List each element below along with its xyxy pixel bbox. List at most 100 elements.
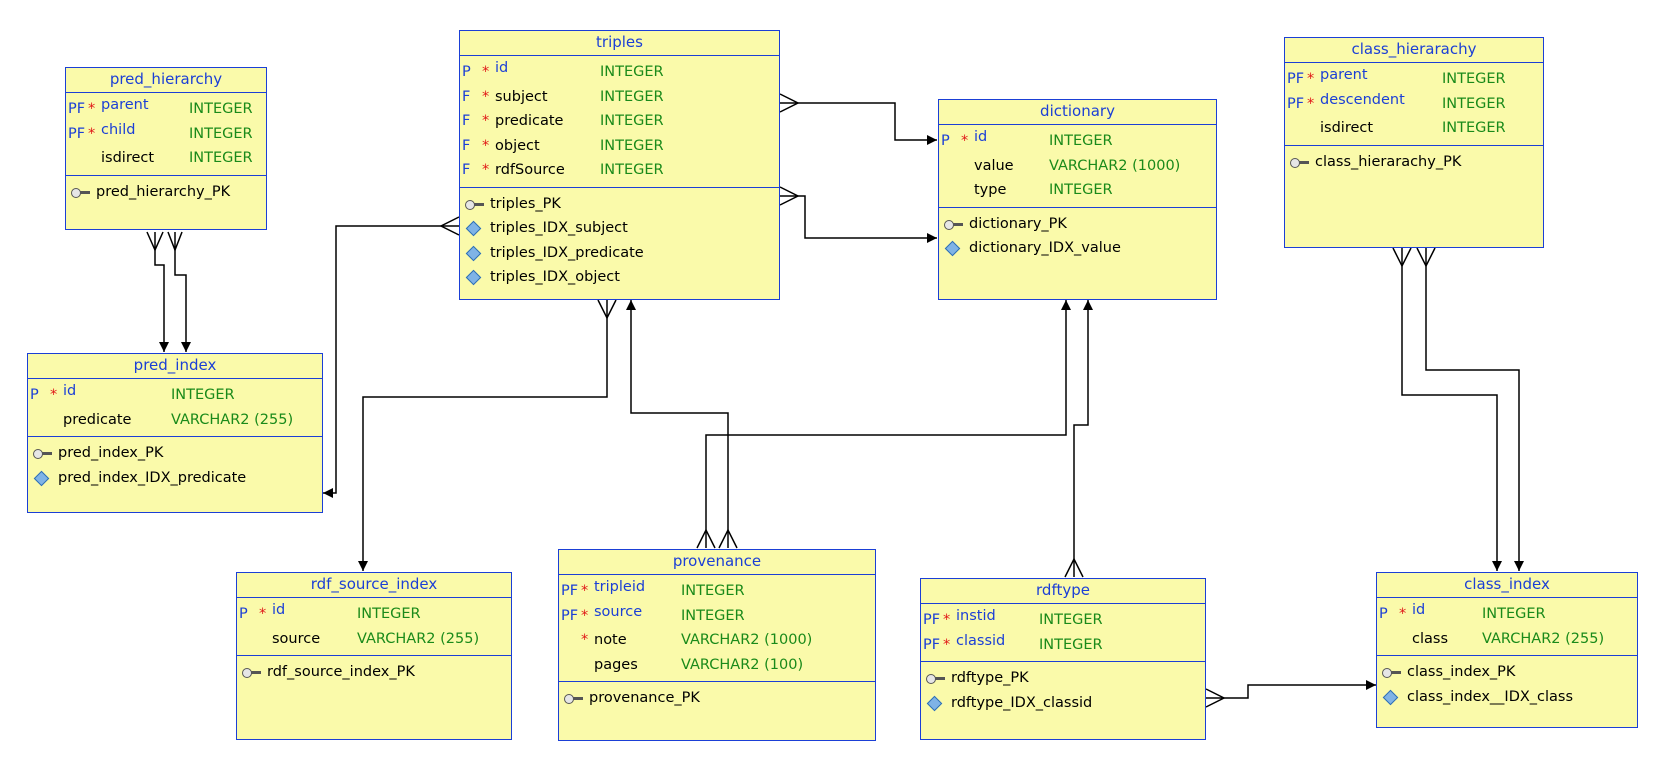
key-name: pred_index_PK — [58, 445, 164, 462]
primary-key-row: pred_hierarchy_PK — [70, 180, 266, 205]
key-name: class_index_PK — [1407, 664, 1516, 681]
key-icon — [241, 665, 263, 679]
column-name: class — [1412, 630, 1448, 647]
key-icon — [1381, 665, 1403, 679]
column-name: isdirect — [101, 150, 155, 167]
rel-class-hierarachy-parent — [1401, 248, 1502, 571]
key-flag: P — [462, 64, 471, 81]
required-marker: * — [943, 612, 951, 629]
column-type: VARCHAR2 (1000) — [1049, 157, 1181, 174]
column-name: source — [594, 603, 643, 620]
column-type: INTEGER — [681, 607, 745, 624]
required-marker: * — [482, 162, 490, 179]
index-name: triples_IDX_object — [490, 269, 620, 286]
column-name: id — [63, 383, 77, 399]
key-list: pred_index_PK pred_index_IDX_predicate — [28, 437, 322, 490]
entity-title: triples — [460, 31, 779, 56]
index-icon — [925, 696, 947, 710]
rel-triples-rdfsource — [358, 300, 608, 571]
column-name: note — [594, 632, 627, 649]
primary-key-row: pred_index_PK — [32, 441, 322, 466]
key-list: dictionary_PK dictionary_IDX_value — [939, 208, 1216, 261]
index-icon — [464, 221, 486, 235]
rel-class-hierarachy-descendent — [1425, 248, 1524, 571]
column-type: INTEGER — [189, 150, 253, 167]
column-name: object — [495, 137, 540, 154]
required-marker: * — [1307, 95, 1315, 112]
key-name: class_hierarachy_PK — [1315, 153, 1462, 170]
key-icon — [32, 446, 54, 460]
key-flag: PF — [1287, 95, 1305, 112]
required-marker: * — [581, 607, 589, 624]
column-name: descendent — [1320, 91, 1405, 108]
entity-title: class_index — [1377, 573, 1637, 598]
key-flag: P — [1379, 606, 1388, 623]
column-type: INTEGER — [1049, 182, 1113, 199]
column-row: isdirect INTEGER — [68, 146, 266, 171]
required-marker: * — [88, 125, 96, 142]
column-type: INTEGER — [1039, 612, 1103, 629]
index-name: pred_index_IDX_predicate — [58, 469, 247, 486]
column-type: INTEGER — [1442, 95, 1506, 112]
key-name: rdf_source_index_PK — [267, 664, 415, 681]
column-name: predicate — [63, 411, 132, 428]
column-type: INTEGER — [1049, 133, 1113, 150]
column-name: child — [101, 121, 136, 138]
index-name: triples_IDX_predicate — [490, 244, 644, 261]
column-name: id — [495, 60, 509, 76]
entity-title: pred_index — [28, 354, 322, 379]
index-name: triples_IDX_subject — [490, 220, 628, 237]
required-marker: * — [482, 64, 490, 81]
rel-pred-hierarchy-parent — [154, 232, 169, 352]
entity-title: rdftype — [921, 579, 1205, 604]
column-row: value VARCHAR2 (1000) — [941, 154, 1216, 179]
column-type: INTEGER — [600, 162, 664, 179]
key-name: pred_hierarchy_PK — [96, 183, 231, 200]
index-row: pred_index_IDX_predicate — [32, 466, 322, 491]
required-marker: * — [50, 387, 58, 404]
key-list: class_index_PK class_index__IDX_class — [1377, 656, 1637, 709]
key-list: provenance_PK — [559, 682, 875, 711]
key-flag: PF — [561, 583, 579, 600]
index-icon — [464, 270, 486, 284]
key-flag: F — [462, 113, 471, 130]
column-type: VARCHAR2 (100) — [681, 656, 804, 673]
required-marker: * — [259, 606, 267, 623]
key-flag: F — [462, 137, 471, 154]
column-name: value — [974, 157, 1014, 174]
required-marker: * — [581, 583, 589, 600]
rel-rdftype-classid — [1206, 680, 1376, 699]
column-name: id — [272, 602, 286, 618]
key-list: class_hierarachy_PK — [1285, 146, 1543, 175]
